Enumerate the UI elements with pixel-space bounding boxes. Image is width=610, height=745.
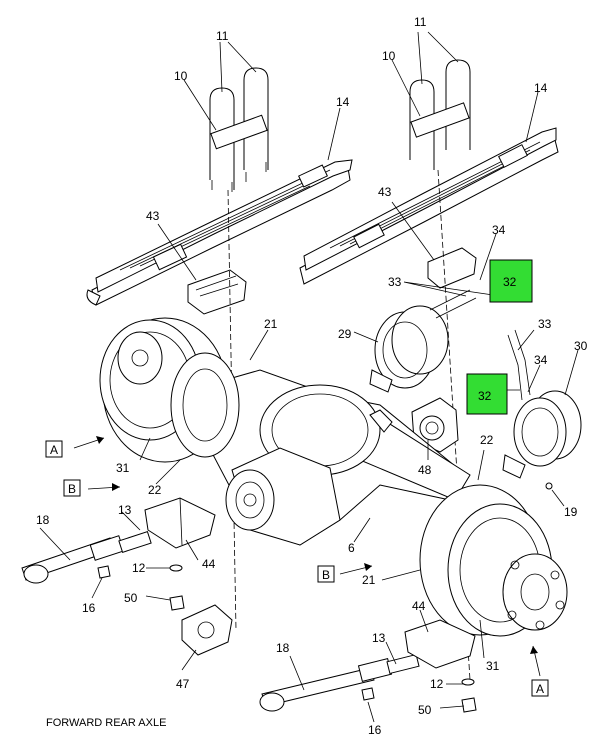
callout-29: 29 <box>338 327 352 341</box>
view-marker-b1-box <box>63 479 81 497</box>
callout-33-lower: 33 <box>538 317 552 331</box>
callout-48: 48 <box>418 463 432 477</box>
view-marker-a1-box <box>45 440 63 458</box>
callout-14-right: 14 <box>534 81 548 95</box>
fasteners-left <box>97 564 185 611</box>
leaf-spring-right <box>299 127 559 285</box>
view-marker-b2-box <box>317 565 335 583</box>
view-marker-a2-box <box>531 679 549 697</box>
callout-47: 47 <box>176 677 190 691</box>
highlight-box-32-upper <box>489 259 533 303</box>
fasteners-right <box>361 482 553 713</box>
callout-14-left: 14 <box>336 95 350 109</box>
callout-18-right: 18 <box>276 641 290 655</box>
callout-10-left: 10 <box>174 69 188 83</box>
callout-13-right: 13 <box>372 631 386 645</box>
torque-rod-left <box>21 531 152 584</box>
brake-chamber-30 <box>502 329 582 479</box>
callout-21-upper: 21 <box>264 317 278 331</box>
callout-10-right: 10 <box>382 49 396 63</box>
torque-rod-right <box>259 653 420 712</box>
callouts: 11 10 14 43 21 31 22 18 13 44 12 16 50 4… <box>36 15 588 737</box>
callout-13-left: 13 <box>118 503 132 517</box>
highlight-box-32-lower <box>466 373 508 415</box>
brake-backing-left <box>170 352 240 458</box>
callout-31-right: 31 <box>486 659 500 673</box>
spring-seat-left <box>187 269 247 315</box>
brake-chamber-29 <box>369 289 477 393</box>
callout-44-right: 44 <box>412 599 426 613</box>
callout-33-upper: 33 <box>388 275 402 289</box>
yoke-47 <box>181 604 233 656</box>
callout-50-left: 50 <box>124 591 138 605</box>
u-bolts-right <box>409 59 471 170</box>
callout-32-upper: 32 <box>503 275 517 289</box>
callout-21-lower: 21 <box>362 573 376 587</box>
view-marker-a2: A <box>536 682 544 696</box>
callout-43-left: 43 <box>146 209 160 223</box>
u-bolts-left <box>209 67 269 192</box>
view-marker-b1: B <box>68 482 76 496</box>
spring-seat-right <box>427 247 477 289</box>
callout-19: 19 <box>564 505 578 519</box>
callout-44-left: 44 <box>202 557 216 571</box>
view-arrows <box>73 436 541 677</box>
callout-16-left: 16 <box>82 601 96 615</box>
callout-43-right: 43 <box>378 185 392 199</box>
callout-11-right: 11 <box>414 15 427 29</box>
slack-adjuster-48 <box>411 397 459 453</box>
callout-34-upper: 34 <box>492 223 506 237</box>
differential-carrier <box>225 447 341 546</box>
callout-11-left: 11 <box>216 29 229 43</box>
bracket-44-left <box>144 497 216 549</box>
bracket-44-right <box>404 619 476 669</box>
brake-drum-right <box>419 484 568 637</box>
callout-34-lower: 34 <box>534 353 548 367</box>
view-marker-b2: B <box>322 568 330 582</box>
callout-50-right: 50 <box>418 703 432 717</box>
callout-16-right: 16 <box>368 723 382 737</box>
callout-12-right: 12 <box>430 677 444 691</box>
leaf-spring-left <box>86 159 353 306</box>
callout-22-right: 22 <box>480 433 494 447</box>
callout-12-left: 12 <box>132 561 146 575</box>
callout-32-lower: 32 <box>478 389 492 403</box>
callout-22-left: 22 <box>148 483 162 497</box>
view-marker-a1: A <box>50 443 58 457</box>
callout-31-left: 31 <box>116 461 130 475</box>
leader-lines <box>39 31 579 723</box>
diagram-caption: FORWARD REAR AXLE <box>46 717 166 729</box>
callout-18-left: 18 <box>36 513 50 527</box>
callout-6: 6 <box>348 541 355 555</box>
callout-30: 30 <box>574 339 588 353</box>
